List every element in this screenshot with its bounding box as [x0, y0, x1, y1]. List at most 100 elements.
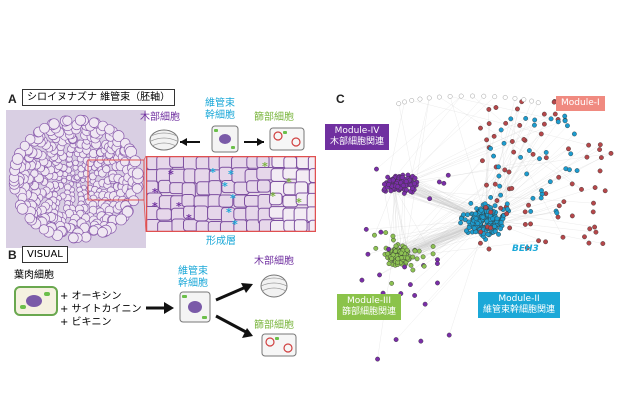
network-node: [524, 171, 530, 177]
network-edge: [405, 157, 547, 186]
network-edge: [393, 179, 403, 258]
tissue-cell: [39, 122, 50, 134]
network-node: [518, 154, 523, 160]
xylem-cell-icon: [149, 129, 179, 151]
network-node: [492, 94, 498, 100]
tissue-cell: [112, 130, 125, 143]
phloem-cell-icon-b: [261, 333, 297, 357]
network-node: [484, 137, 490, 143]
tissue-cell: [72, 159, 79, 167]
network-node: [393, 243, 399, 249]
network-node: [395, 184, 401, 189]
network-node: [532, 117, 538, 123]
network-edge: [485, 133, 575, 221]
phloem-cell-icon-a: [269, 127, 305, 151]
cell-marker: *: [176, 200, 182, 213]
cell-marker: *: [230, 192, 236, 205]
network-edge: [403, 139, 524, 184]
tissue-cell: [97, 226, 108, 238]
cell-marker: *: [296, 196, 302, 209]
cell-marker: *: [270, 190, 276, 203]
tissue-cell: [102, 165, 111, 174]
network-node: [597, 142, 603, 148]
network-node: [484, 182, 489, 188]
network-edge: [389, 179, 438, 264]
network-node: [541, 121, 547, 127]
network-node: [435, 280, 440, 286]
network-node: [447, 94, 453, 99]
network-node: [409, 98, 415, 103]
network-node: [486, 106, 492, 112]
treatment-bikinin: + ビキニン: [60, 317, 112, 328]
network-node: [480, 158, 485, 164]
network-node: [512, 96, 518, 101]
network-node: [478, 229, 484, 235]
network-node: [492, 181, 498, 187]
network-node: [593, 229, 599, 235]
network-node: [498, 220, 504, 225]
tissue-cell: [269, 192, 283, 206]
magnified-vascular-inset: [146, 156, 316, 232]
procambium-cell-icon-a: [211, 125, 239, 153]
network-node: [466, 225, 472, 231]
network-node: [436, 94, 442, 100]
network-node: [363, 226, 369, 232]
network-node: [498, 226, 503, 232]
network-edge: [485, 183, 573, 221]
network-node: [568, 151, 574, 157]
tissue-cell: [307, 156, 316, 172]
network-node: [488, 195, 494, 200]
network-node: [566, 146, 571, 152]
network-edge: [501, 210, 557, 223]
network-node: [483, 205, 489, 210]
network-node: [496, 164, 501, 170]
network-node: [587, 226, 593, 232]
network-node: [582, 234, 587, 240]
network-node: [405, 255, 410, 261]
panel-b-title: VISUAL: [22, 246, 68, 263]
tissue-cell: [30, 169, 39, 178]
network-node: [478, 240, 483, 246]
network-node: [504, 211, 509, 217]
network-node: [526, 148, 532, 153]
network-node: [523, 116, 529, 121]
network-node: [414, 256, 420, 262]
network-node: [430, 251, 436, 257]
network-node: [524, 245, 530, 251]
mesophyll-cell-icon: [14, 286, 58, 316]
network-edge: [489, 123, 491, 149]
network-node: [484, 218, 490, 224]
network-edge: [449, 219, 487, 336]
network-node: [386, 182, 391, 187]
network-node: [385, 251, 391, 257]
network-node: [404, 187, 409, 193]
network-node: [393, 337, 399, 342]
network-node: [402, 264, 407, 270]
network-edge: [387, 160, 483, 258]
network-edge: [404, 118, 552, 180]
network-node: [470, 93, 475, 99]
network-node: [528, 209, 534, 214]
cambium-label: 形成層: [206, 236, 236, 247]
xylem-cell-label-a: 木部細胞: [140, 112, 180, 123]
network-node: [473, 211, 478, 217]
network-edge: [486, 133, 542, 186]
network-node: [521, 97, 527, 103]
network-edge: [395, 232, 494, 340]
network-node: [488, 225, 493, 231]
network-node: [412, 293, 418, 298]
network-node: [389, 256, 395, 262]
network-edge: [387, 182, 398, 254]
network-node: [579, 186, 584, 192]
network-edge: [402, 113, 556, 187]
network-node: [491, 133, 497, 139]
xylem-cell-label-b: 木部細胞: [254, 256, 294, 267]
cell-marker: *: [152, 186, 158, 199]
network-edge: [439, 96, 582, 190]
zoom-region-box: [87, 159, 145, 201]
network-node: [378, 229, 384, 235]
panel-b-letter: B: [8, 248, 17, 262]
tissue-cell: [48, 118, 60, 130]
network-node: [517, 122, 523, 128]
network-node: [506, 169, 512, 175]
